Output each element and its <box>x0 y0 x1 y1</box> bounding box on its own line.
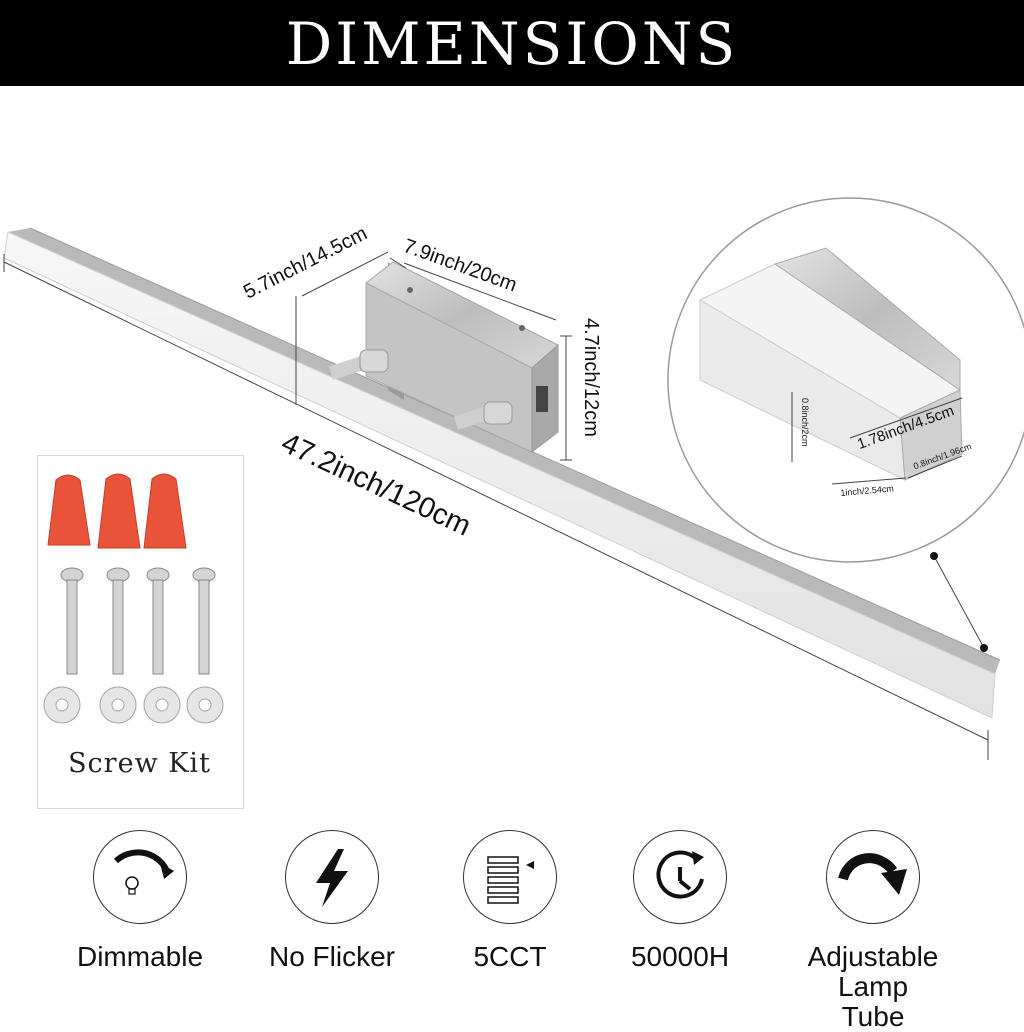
clock-icon <box>633 830 727 924</box>
profile-zoom <box>667 197 1024 563</box>
screws <box>60 567 216 675</box>
feature-label: Dimmable <box>76 941 204 972</box>
rotate-arrow-icon <box>826 830 920 924</box>
screw-kit-label: Screw Kit <box>68 748 211 779</box>
lightning-icon <box>285 830 379 924</box>
dimmer-bulb-icon <box>93 830 187 924</box>
mounting-base <box>328 261 559 454</box>
feature-dimmable: Dimmable <box>70 830 210 972</box>
feature-label: Adjustable Lamp Tube <box>803 942 943 1032</box>
product-illustration <box>3 197 1024 760</box>
feature-label: 50000H <box>630 941 730 972</box>
feature-label-line1: Adjustable <box>807 941 939 972</box>
feature-5cct: 5CCT <box>440 830 580 972</box>
feature-label-line2: Lamp Tube <box>837 971 909 1032</box>
color-temperature-icon <box>463 830 557 924</box>
light-bar <box>3 227 1001 719</box>
feature-lifetime: 50000H <box>610 830 750 972</box>
screw-kit <box>43 473 224 724</box>
dim-profile-height: 0.8inch/2cm <box>800 398 810 447</box>
dim-base-height: 4.7inch/12cm <box>580 318 602 437</box>
feature-label: 5CCT <box>473 941 547 972</box>
feature-adjustable: Adjustable Lamp Tube <box>803 830 943 1032</box>
washers <box>43 686 224 724</box>
dimension-lines <box>3 251 989 760</box>
wire-nuts <box>47 473 187 549</box>
header-banner: DIMENSIONS <box>0 0 1024 86</box>
page-title: DIMENSIONS <box>285 10 739 78</box>
feature-no-flicker: No Flicker <box>262 830 402 972</box>
feature-label: No Flicker <box>268 941 395 972</box>
